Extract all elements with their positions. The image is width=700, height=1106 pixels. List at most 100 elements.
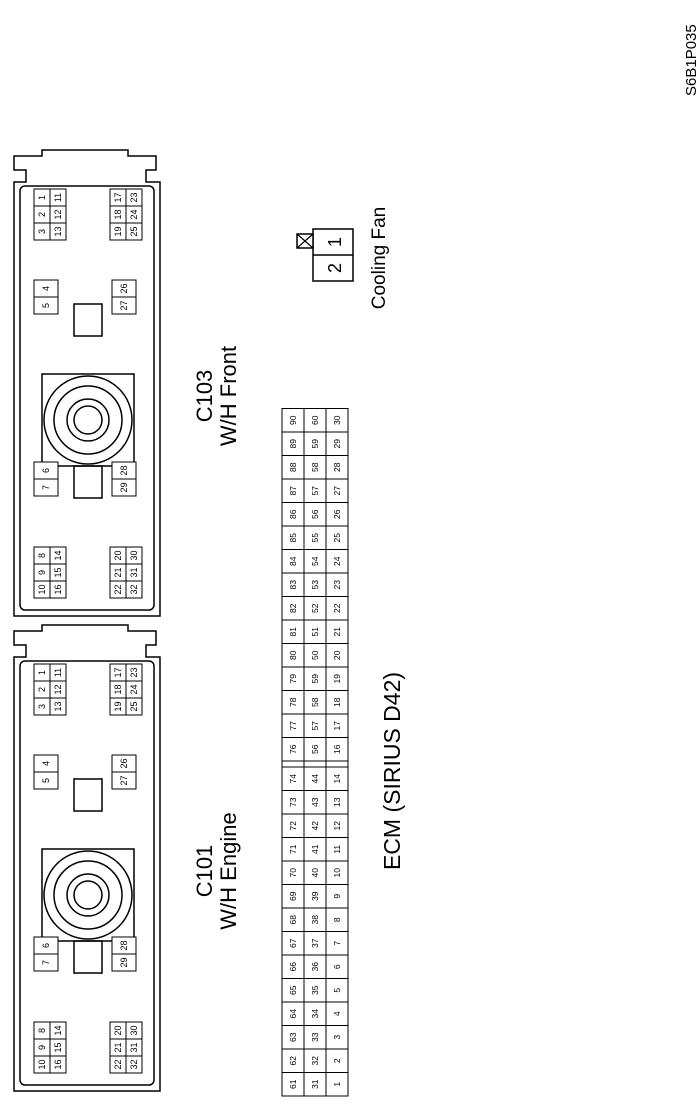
- ecm-block-b: 7677787980818283848586878889905657585950…: [281, 408, 349, 762]
- pin-label: 2: [37, 687, 47, 692]
- pin-label: 43: [310, 797, 320, 807]
- pin-label: 28: [119, 465, 129, 475]
- connector-c103-name: W/H Front: [216, 346, 241, 446]
- pin-label: 41: [310, 844, 320, 854]
- pin-label: 2: [37, 212, 47, 217]
- pin-label: 90: [288, 415, 298, 425]
- pin-block-top-small: 54: [33, 279, 59, 315]
- pin-label: 26: [119, 283, 129, 293]
- pin-label: 57: [310, 721, 320, 731]
- locking-ring: [73, 405, 103, 435]
- pin-label: 13: [53, 226, 63, 236]
- locking-ring: [43, 850, 133, 940]
- pin-label: 85: [288, 533, 298, 543]
- pin-label: 18: [332, 697, 342, 707]
- pin-label: 15: [53, 567, 63, 577]
- pin-cell: [125, 1021, 143, 1040]
- fan-label: Cooling Fan: [369, 207, 390, 309]
- pin-label: 22: [332, 603, 342, 613]
- pin-label: 5: [332, 988, 342, 993]
- pin-label: 58: [310, 697, 320, 707]
- pin-label: 32: [129, 1059, 139, 1069]
- connector-c101-code: C101: [192, 845, 217, 898]
- pin-label: 17: [113, 667, 123, 677]
- connector-housing: [13, 624, 161, 1092]
- locking-ring: [73, 880, 103, 910]
- connector-c101-name: W/H Engine: [216, 812, 241, 929]
- pin-label: 1: [37, 195, 47, 200]
- pin-label: 25: [129, 226, 139, 236]
- pin-label: 23: [129, 667, 139, 677]
- pin-label: 32: [129, 584, 139, 594]
- pin-label: 16: [53, 584, 63, 594]
- pin-label: 9: [332, 894, 342, 899]
- pin-label: 33: [310, 1032, 320, 1042]
- pin-label: 30: [129, 550, 139, 560]
- pin-label: 80: [288, 650, 298, 660]
- pin-label: 21: [113, 567, 123, 577]
- pin-label: 24: [129, 684, 139, 694]
- pin-label: 53: [310, 580, 320, 590]
- pin-cell: [125, 663, 143, 682]
- pin-label: 81: [288, 627, 298, 637]
- pin-label: 25: [332, 533, 342, 543]
- pin-label: 60: [310, 415, 320, 425]
- pin-label: 30: [129, 1025, 139, 1035]
- pin-label: 86: [288, 509, 298, 519]
- guide-rail-right: [73, 778, 103, 812]
- cooling-fan-connector: 1 2 Cooling Fan: [296, 207, 390, 309]
- pin-label: 29: [119, 957, 129, 967]
- pin-cell: [111, 936, 137, 955]
- pin-label: 69: [288, 891, 298, 901]
- pin-label: 9: [37, 1045, 47, 1050]
- pin-label: 17: [113, 192, 123, 202]
- pin-label: 5: [41, 303, 51, 308]
- pin-label: 24: [129, 209, 139, 219]
- pin-label: 29: [119, 482, 129, 492]
- pin-label: 18: [113, 684, 123, 694]
- pin-label: 31: [129, 1042, 139, 1052]
- pin-label: 12: [53, 684, 63, 694]
- pin-label: 10: [37, 584, 47, 594]
- ecm-label: ECM (SIRIUS D42): [379, 672, 405, 870]
- pin-cell: [49, 663, 67, 682]
- pin-label: 19: [332, 674, 342, 684]
- pin-label: 19: [113, 226, 123, 236]
- ecm-block-a: 6162636465666768697071727374753132333435…: [281, 743, 349, 1097]
- pin-label: 19: [113, 701, 123, 711]
- pin-label: 7: [41, 485, 51, 490]
- locking-ring: [43, 375, 133, 465]
- pin-cell: [33, 936, 59, 955]
- pin-label: 28: [332, 462, 342, 472]
- pin-label: 87: [288, 486, 298, 496]
- pin-label: 39: [310, 891, 320, 901]
- pin-label: 2: [332, 1058, 342, 1063]
- pin-label: 70: [288, 868, 298, 878]
- pin-label: 31: [129, 567, 139, 577]
- pin-label: 11: [332, 845, 342, 854]
- pin-label: 6: [41, 943, 51, 948]
- pin-label: 16: [332, 744, 342, 754]
- pin-label: 27: [119, 775, 129, 785]
- pin-label: 56: [310, 744, 320, 754]
- pin-label: 22: [113, 1059, 123, 1069]
- pin-label: 23: [129, 192, 139, 202]
- pin-cell: [111, 754, 137, 773]
- connector-inner-frame: [19, 185, 155, 611]
- pin-label: 78: [288, 697, 298, 707]
- pin-label: 6: [41, 468, 51, 473]
- pin-block-top-small: 54: [33, 754, 59, 790]
- pin-label: 16: [53, 1059, 63, 1069]
- pin-label: 59: [310, 674, 320, 684]
- pin-label: 4: [41, 286, 51, 291]
- pin-cell: [125, 188, 143, 207]
- pin-label: 63: [288, 1032, 298, 1042]
